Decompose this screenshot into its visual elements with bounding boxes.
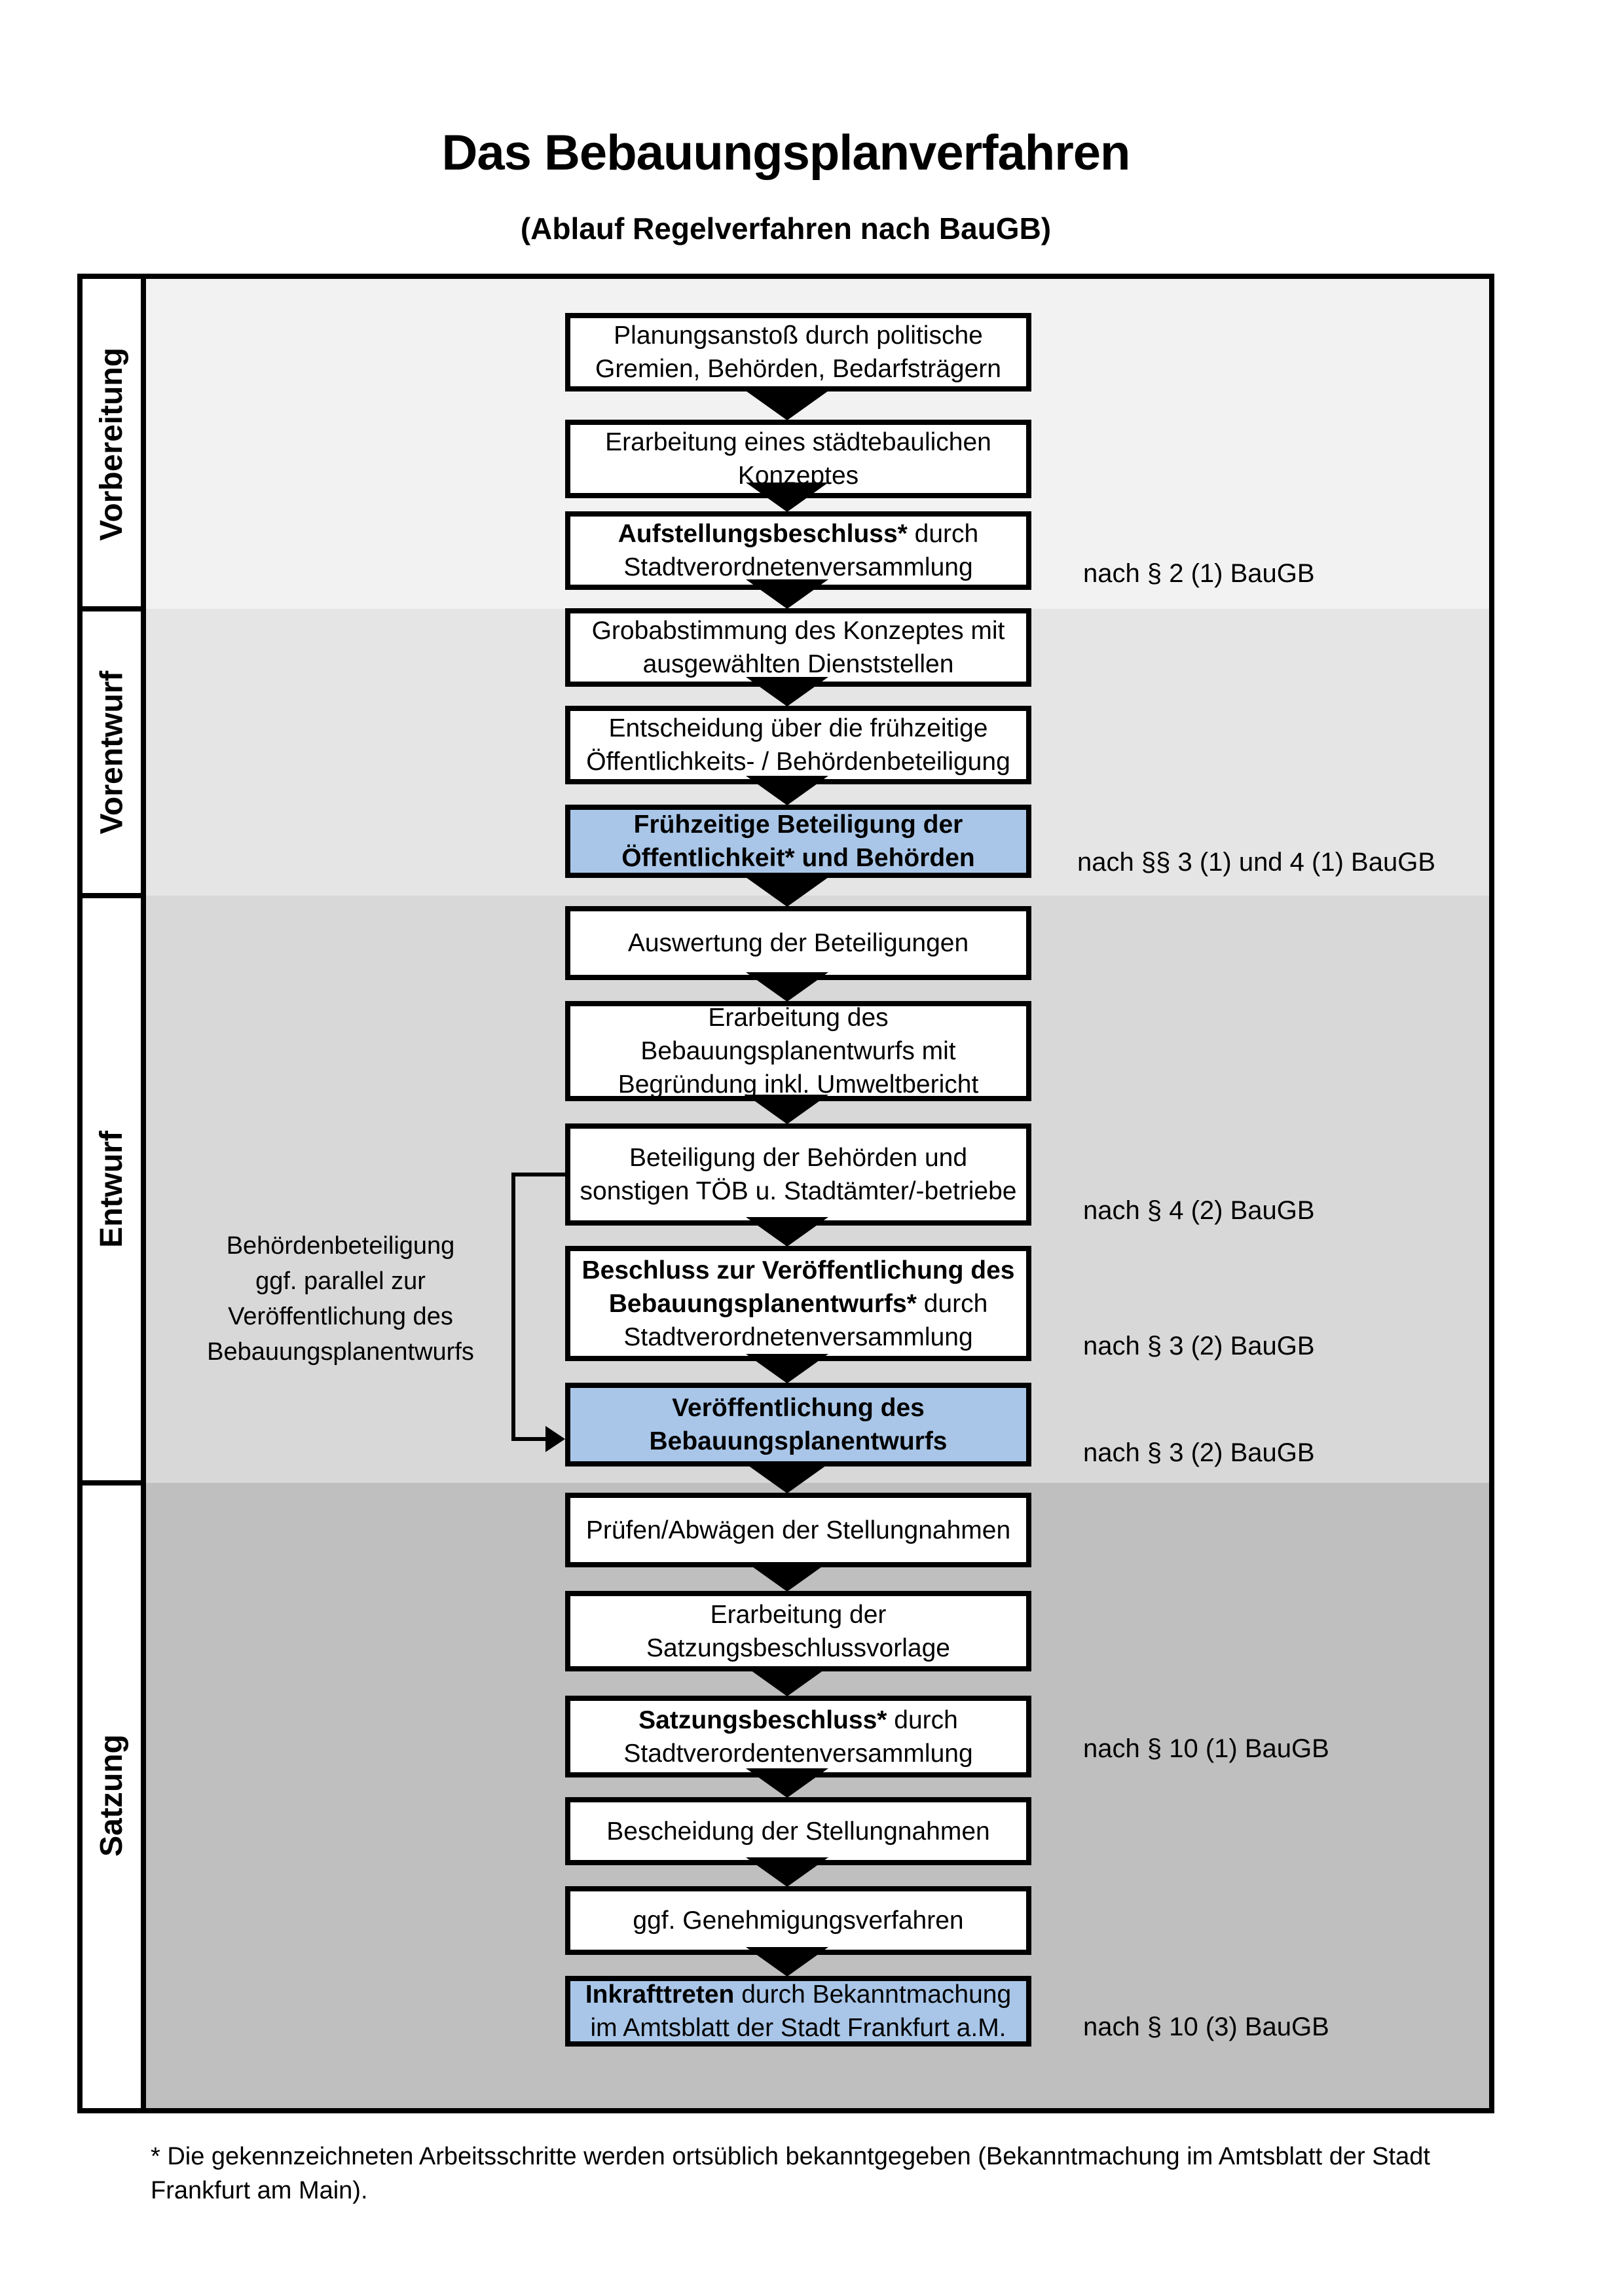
phase-label-text: Vorbereitung (94, 347, 129, 541)
parallel-annotation: Behördenbeteiligung ggf. parallel zur Ve… (157, 1228, 524, 1370)
flow-arrow-down (746, 1768, 828, 1798)
step-line: Erarbeitung der (710, 1600, 887, 1629)
law-note-2: nach §§ 3 (1) und 4 (1) BauGB (1077, 848, 1435, 877)
phase-label-vorentwurf: Vorentwurf (83, 609, 141, 896)
phase-label-text: Entwurf (94, 1131, 130, 1248)
flow-arrow-down (746, 391, 828, 420)
step-line: Erarbeitung des (708, 1004, 889, 1032)
step-line: Prüfen/Abwägen der Stellungnahmen (585, 1516, 1011, 1544)
flow-step-grobabstimmung: Grobabstimmung des Konzeptes mit ausgewä… (565, 608, 1031, 687)
step-line: Stadtverordnetenversammlung (623, 1322, 973, 1351)
flowchart-frame: Vorbereitung Vorentwurf Entwurf Satzung … (77, 274, 1494, 2113)
law-note-5: nach § 3 (2) BauGB (1083, 1438, 1315, 1467)
phase-label-entwurf: Entwurf (83, 896, 141, 1483)
step-line: Stadtverordentenversammlung (623, 1739, 973, 1768)
phase-label-text: Satzung (94, 1734, 129, 1857)
flow-step-behoerdenbeteiligung: Beteiligung der Behörden und sonstigen T… (565, 1123, 1031, 1226)
step-line: Erarbeitung eines städtebaulichen (605, 428, 991, 456)
step-line: sonstigen TÖB u. Stadtämter/-betriebe (580, 1177, 1017, 1205)
step-line: Beteiligung der Behörden und (629, 1144, 968, 1172)
flow-step-auswertung: Auswertung der Beteiligungen (565, 906, 1031, 980)
law-note-6: nach § 10 (1) BauGB (1083, 1734, 1329, 1763)
phase-separator (83, 606, 146, 611)
flow-arrow-down (746, 1562, 828, 1592)
step-line: Inkrafttreten durch Bekanntmachung (585, 1980, 1012, 2009)
annotation-line: ggf. parallel zur (255, 1267, 426, 1295)
law-note-3: nach § 4 (2) BauGB (1083, 1196, 1315, 1225)
step-line: Bebauungsplanentwurfs (649, 1427, 948, 1455)
flow-arrow-down (746, 1857, 828, 1887)
parallel-connector-bottom (511, 1437, 549, 1441)
flow-arrow-down (746, 579, 828, 609)
flow-arrow-down (746, 877, 828, 907)
footnote-line: * Die gekennzeichneten Arbeitsschritte w… (151, 2143, 1430, 2170)
step-line: Auswertung der Beteiligungen (627, 929, 969, 957)
law-note-7: nach § 10 (3) BauGB (1083, 2013, 1329, 2041)
phase-label-satzung: Satzung (83, 1483, 141, 2108)
flow-arrow-down (746, 1095, 828, 1124)
flow-arrow-down (746, 677, 828, 706)
step-line: ggf. Genehmigungsverfahren (633, 1906, 964, 1935)
step-line: Öffentlichkeits- / Behördenbeteiligung (586, 748, 1010, 776)
step-line: Begründung inkl. Umweltbericht (618, 1070, 979, 1099)
step-line: Grobabstimmung des Konzeptes mit (591, 617, 1005, 645)
flow-step-entscheidung-beteiligung: Entscheidung über die frühzeitige Öffent… (565, 706, 1031, 784)
parallel-connector-top (511, 1173, 565, 1176)
step-line: Stadtverordnetenversammlung (623, 553, 973, 581)
annotation-line: Behördenbeteiligung (226, 1232, 455, 1260)
step-line: Aufstellungsbeschluss* durch (618, 520, 979, 548)
step-line: Satzungsbeschlussvorlage (646, 1633, 950, 1662)
phase-label-vorbereitung: Vorbereitung (83, 279, 141, 609)
step-line: Planungsanstoß durch politische (614, 321, 983, 350)
step-line: im Amtsblatt der Stadt Frankfurt a.M. (590, 2014, 1006, 2042)
page-title: Das Bebauungsplanverfahren (441, 125, 1131, 181)
phase-separator (83, 893, 146, 898)
flow-step-inkrafttreten: Inkrafttreten durch Bekanntmachung im Am… (565, 1976, 1031, 2047)
step-line: ausgewählten Dienststellen (642, 650, 954, 678)
flow-arrow-down (746, 1217, 828, 1247)
step-line: Bebauungsplanentwurfs mit (640, 1037, 956, 1065)
law-note-4: nach § 3 (2) BauGB (1083, 1332, 1315, 1360)
flow-arrow-down (746, 1464, 828, 1493)
flow-arrow-down (746, 1667, 828, 1696)
flow-arrow-down (746, 483, 828, 512)
flow-step-fruehzeitige-beteiligung: Frühzeitige Beteiligung der Öffentlichke… (565, 805, 1031, 878)
flow-step-satzungsbeschluss: Satzungsbeschluss* durch Stadtverordente… (565, 1696, 1031, 1777)
step-line: Beschluss zur Veröffentlichung des (581, 1256, 1015, 1285)
phase-column-divider (141, 279, 146, 2108)
step-line: Bescheidung der Stellungnahmen (606, 1817, 990, 1846)
flow-step-planungsanstoss: Planungsanstoß durch politische Gremien,… (565, 313, 1031, 392)
step-line: Frühzeitige Beteiligung der (633, 811, 963, 839)
phase-label-text: Vorentwurf (94, 670, 129, 834)
step-line: Veröffentlichung des (672, 1394, 925, 1422)
phase-separator (83, 1480, 146, 1485)
flow-step-satzungsvorlage: Erarbeitung der Satzungsbeschlussvorlage (565, 1591, 1031, 1671)
flow-arrow-down (746, 1354, 828, 1383)
flow-arrow-down (746, 776, 828, 805)
flow-step-veroeffentlichung: Veröffentlichung des Bebauungsplanentwur… (565, 1383, 1031, 1467)
step-line: Satzungsbeschluss* durch (638, 1705, 958, 1734)
parallel-connector-arrowhead (545, 1426, 565, 1452)
step-line: Öffentlichkeit* und Behörden (621, 844, 975, 872)
step-line: Bebauungsplanentwurfs* durch (608, 1289, 988, 1318)
flow-step-veroeffentlichungs-beschluss: Beschluss zur Veröffentlichung des Bebau… (565, 1246, 1031, 1361)
annotation-line: Veröffentlichung des (228, 1303, 453, 1330)
page-subtitle: (Ablauf Regelverfahren nach BauGB) (520, 211, 1052, 246)
flow-step-aufstellungsbeschluss: Aufstellungsbeschluss* durch Stadtverord… (565, 511, 1031, 590)
step-line: Entscheidung über die frühzeitige (608, 714, 988, 742)
footnote-line: Frankfurt am Main). (151, 2177, 368, 2204)
flow-step-genehmigungsverfahren: ggf. Genehmigungsverfahren (565, 1886, 1031, 1955)
flow-arrow-down (746, 1947, 828, 1977)
flow-step-bescheidung: Bescheidung der Stellungnahmen (565, 1797, 1031, 1865)
flow-arrow-down (746, 972, 828, 1002)
law-note-1: nach § 2 (1) BauGB (1083, 559, 1315, 588)
flow-step-pruefen-abwaegen: Prüfen/Abwägen der Stellungnahmen (565, 1493, 1031, 1567)
annotation-line: Bebauungsplanentwurfs (207, 1338, 474, 1366)
step-line: Gremien, Behörden, Bedarfsträgern (595, 355, 1001, 383)
parallel-connector-vertical (511, 1173, 515, 1441)
flow-step-entwurf-erarbeitung: Erarbeitung des Bebauungsplanentwurfs mi… (565, 1001, 1031, 1101)
footnote: * Die gekennzeichneten Arbeitsschritte w… (151, 2140, 1526, 2208)
